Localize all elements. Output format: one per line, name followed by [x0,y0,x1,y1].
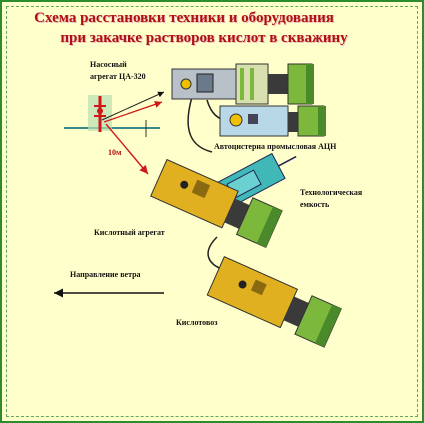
label-pump-unit-1: Насосный [90,60,127,69]
acid-truck-icon [150,158,283,249]
label-tank-1: Технологическая [300,188,363,197]
pump-truck-icon [171,63,314,105]
label-acid-carrier: Кислотовоз [176,318,218,327]
title-line-1: Схема расстановки техники и оборудования [34,10,334,26]
acid-carrier-icon [206,256,342,348]
tanker-truck-icon [219,105,326,137]
distance-arrow-acid-unit [105,123,149,175]
distance-arrow-pump [103,100,163,123]
hose-pump-to-tank [187,96,213,153]
title-line-2: при закачке растворов кислот в скважину [60,30,348,46]
label-wind-direction: Направление ветра [70,270,141,279]
hose-arrow-pump [101,91,165,121]
label-acid-truck: Автоцистерна промысловая АЦН [214,142,337,151]
wellhead-icon [64,95,160,132]
label-acid-unit: Кислотный агрегат [94,228,165,237]
label-pump-unit-2: агрегат ЦА-320 [90,72,146,81]
label-tank-2: емкость [300,200,330,209]
label-distance: 10м [108,148,122,157]
